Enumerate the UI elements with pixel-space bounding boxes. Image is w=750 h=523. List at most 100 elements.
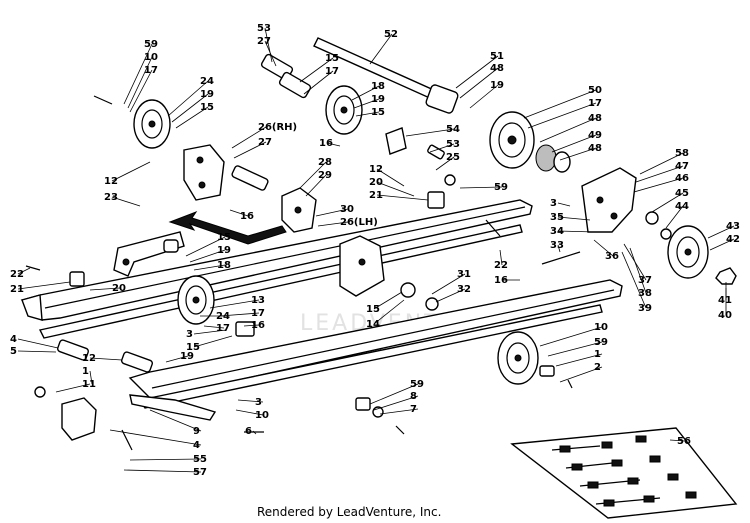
callout-number: 21 xyxy=(10,284,24,295)
callout-number: 17 xyxy=(251,308,265,319)
front-bumper-block xyxy=(61,397,97,441)
callout-number: 10 xyxy=(594,322,608,333)
callout-number: 30 xyxy=(340,204,354,215)
callout-leader xyxy=(167,80,209,117)
callout-number: 37 xyxy=(638,275,652,286)
callout-number: 59 xyxy=(144,39,158,50)
callout-number: 2 xyxy=(594,362,601,373)
callout-leader xyxy=(233,141,267,159)
callout-leader xyxy=(129,458,202,461)
callout-leader xyxy=(111,196,141,207)
callout-number: 3 xyxy=(550,198,557,209)
callout-number: 32 xyxy=(457,284,471,295)
callout-leader xyxy=(665,205,684,229)
callout-leader xyxy=(305,174,327,197)
callout-leader xyxy=(669,439,686,442)
callout-leader xyxy=(635,165,684,183)
callout-number: 18 xyxy=(217,260,231,271)
callout-number: 15 xyxy=(186,342,200,353)
callout-leader xyxy=(431,273,466,295)
callout-leader xyxy=(219,312,260,317)
right-rail xyxy=(128,279,623,421)
callout-number: 4 xyxy=(10,334,17,345)
callout-number: 21 xyxy=(369,190,383,201)
callout-number: 26(RH) xyxy=(258,122,297,133)
callout-number: 3 xyxy=(186,329,193,340)
callout-number: 20 xyxy=(369,177,383,188)
upper-left-idler-wheel xyxy=(133,99,171,149)
slide-cleat-plate xyxy=(510,427,738,519)
callout-number: 33 xyxy=(550,240,564,251)
callout-number: 15 xyxy=(217,232,231,243)
rear-drive-wheel xyxy=(489,111,571,173)
callout-leader xyxy=(89,370,93,385)
front-idler-wheel xyxy=(177,275,215,325)
callout-leader xyxy=(111,161,151,182)
callout-leader xyxy=(557,230,597,233)
callout-number: 15 xyxy=(200,102,214,113)
callout-number: 3 xyxy=(255,397,262,408)
callout-leader xyxy=(557,216,591,221)
callout-leader xyxy=(551,134,597,153)
callout-leader xyxy=(459,186,503,189)
callout-leader xyxy=(373,395,419,411)
callout-leader xyxy=(17,281,71,290)
callout-leader xyxy=(555,353,603,367)
callout-number: 5 xyxy=(10,346,17,357)
callout-number: 17 xyxy=(588,98,602,109)
callout-leader xyxy=(299,57,334,83)
callout-number: 41 xyxy=(718,295,732,306)
callout-leader xyxy=(469,84,499,109)
upper-right-bracket xyxy=(385,127,407,155)
callout-leader xyxy=(89,357,123,361)
callout-number: 50 xyxy=(588,85,602,96)
rear-side-plate xyxy=(581,167,637,233)
callout-leader xyxy=(376,194,429,201)
callout-number: 26(LH) xyxy=(340,217,378,228)
callout-leader xyxy=(539,326,603,347)
callout-number: 52 xyxy=(384,29,398,40)
callout-number: 46 xyxy=(675,173,689,184)
callout-leader xyxy=(351,85,380,101)
callout-number: 56 xyxy=(677,436,691,447)
callout-number: 27 xyxy=(257,36,271,47)
callout-leader xyxy=(539,117,597,143)
callout-leader xyxy=(326,142,341,147)
callout-number: 40 xyxy=(718,310,732,321)
callout-leader xyxy=(639,152,684,175)
callout-number: 44 xyxy=(675,201,689,212)
front-arm xyxy=(113,231,185,277)
callout-number: 22 xyxy=(494,260,508,271)
callout-leader xyxy=(629,247,647,294)
callout-number: 11 xyxy=(82,379,96,390)
callout-leader xyxy=(171,93,209,123)
callout-number: 59 xyxy=(410,379,424,390)
callout-number: 10 xyxy=(255,410,269,421)
callout-number: 7 xyxy=(410,404,417,415)
callout-number: 48 xyxy=(588,113,602,124)
callout-number: 9 xyxy=(193,426,200,437)
callout-number: 19 xyxy=(371,94,385,105)
callout-leader xyxy=(303,70,334,95)
callout-number: 42 xyxy=(726,234,740,245)
callout-number: 54 xyxy=(446,124,460,135)
callout-number: 35 xyxy=(550,212,564,223)
callout-number: 31 xyxy=(457,269,471,280)
callout-leader xyxy=(109,429,202,446)
callout-leader xyxy=(459,67,499,99)
callout-leader xyxy=(557,202,571,207)
callout-leader xyxy=(189,249,226,263)
callout-number: 19 xyxy=(490,80,504,91)
callout-number: 25 xyxy=(446,152,460,163)
callout-leader xyxy=(455,55,499,89)
block-spacer xyxy=(427,191,445,209)
callout-number: 20 xyxy=(112,283,126,294)
callout-leader xyxy=(559,366,603,383)
callout-leader xyxy=(376,168,405,187)
callout-number: 16 xyxy=(319,138,333,149)
callout-number: 47 xyxy=(675,161,689,172)
callout-number: 59 xyxy=(594,337,608,348)
bolts xyxy=(25,95,581,451)
callout-number: 34 xyxy=(550,226,564,237)
